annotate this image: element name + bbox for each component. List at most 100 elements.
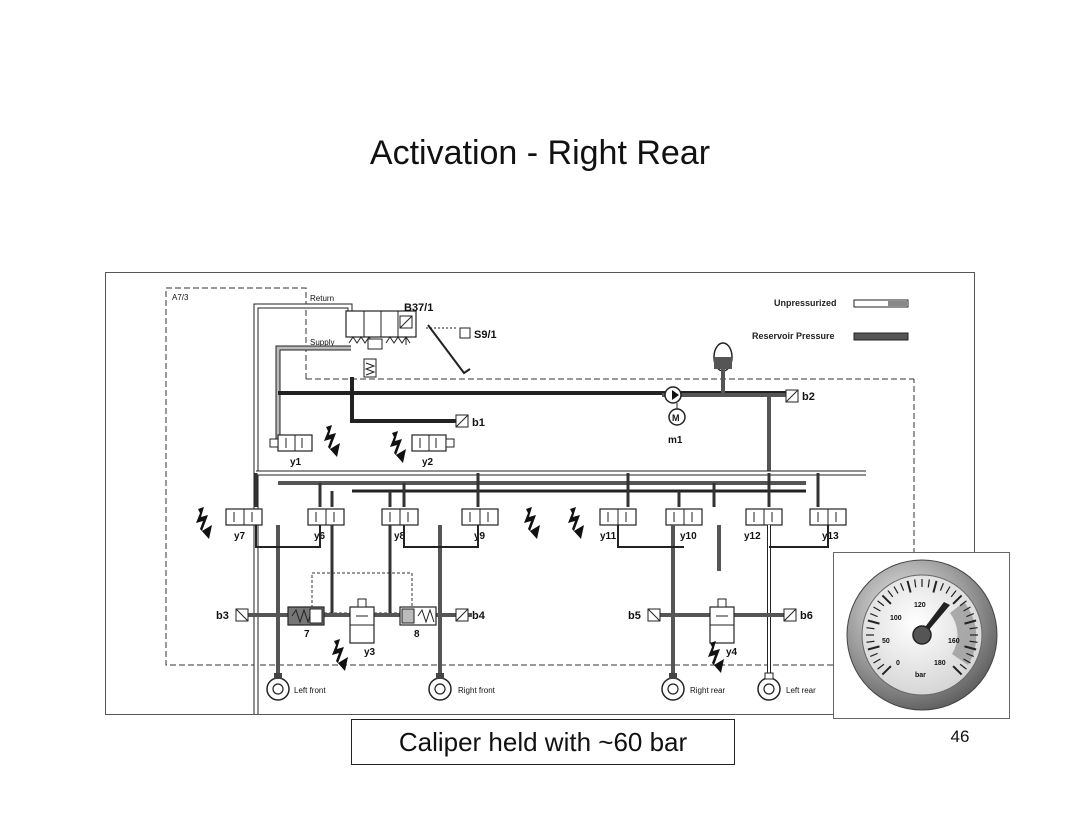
label-y13: y13 [822, 531, 839, 542]
gauge-tick-mark [914, 579, 917, 588]
gauge-dial: 120 100 50 0 160 180 bar [846, 559, 998, 711]
label-y3: y3 [364, 647, 376, 658]
hydraulic-schematic: A7/3 Unpressurized Reservoir Pressure Re… [165, 287, 915, 714]
activation-bolt-icon [390, 431, 406, 463]
gauge-tick-mark [950, 590, 957, 598]
gauge-tick-mark [870, 652, 878, 657]
gauge-tick-mark [952, 594, 963, 605]
gauge-tick-mark [927, 579, 930, 588]
gauge-tick-180: 180 [934, 660, 946, 667]
gauge-tick-160: 160 [948, 638, 960, 645]
gauge-tick-mark [966, 652, 974, 657]
label-y8: y8 [394, 531, 406, 542]
label-b6: b6 [800, 610, 813, 622]
label-y11: y11 [600, 531, 617, 542]
gauge-tick-mark [969, 627, 978, 630]
activation-bolt-icon [196, 507, 212, 539]
gauge-tick-mark [881, 594, 892, 605]
activation-bolt-icon [332, 639, 348, 671]
valve-y2 [411, 434, 455, 452]
gauge-tick-0: 0 [896, 660, 900, 667]
gauge-tick-mark [959, 663, 967, 670]
gauge-tick-mark [932, 580, 938, 593]
valve-y12 [745, 508, 783, 526]
gauge-tick-mark [900, 583, 905, 591]
label-b1: b1 [472, 417, 485, 429]
label-b3: b3 [216, 610, 229, 622]
gauge-tick-120: 120 [914, 602, 926, 609]
motor-label: M [672, 413, 680, 423]
label-y12: y12 [744, 531, 761, 542]
wheel-left-front [266, 673, 290, 701]
label-y7: y7 [234, 531, 246, 542]
label-8: 8 [414, 629, 420, 640]
activation-bolt-icon [524, 507, 540, 539]
gauge-hub [912, 625, 932, 645]
page-number: 46 [950, 727, 970, 746]
slide-title: Activation - Right Rear [369, 134, 711, 172]
label-right-front: Right front [458, 686, 496, 695]
gauge-tick-mark [969, 640, 978, 643]
valve-y7 [225, 508, 263, 526]
gauge-tick-mark [877, 600, 885, 607]
label-return: Return [310, 294, 334, 303]
label-y10: y10 [680, 531, 697, 542]
valve-y6 [307, 508, 345, 526]
label-b5: b5 [628, 610, 641, 622]
pressure-gauge: 120 100 50 0 160 180 bar [833, 552, 1010, 719]
label-b2: b2 [802, 391, 815, 403]
label-y2: y2 [422, 457, 434, 468]
label-right-rear: Right rear [690, 686, 725, 695]
gauge-tick-mark [959, 600, 967, 607]
gauge-tick-mark [867, 645, 880, 651]
hydraulic-brake-diagram: A7/3 Unpressurized Reservoir Pressure Re… [105, 272, 975, 715]
gauge-tick-mark [866, 640, 875, 643]
valve-y4 [709, 598, 735, 644]
valve-y1 [269, 434, 313, 452]
gauge-tick-mark [870, 613, 878, 618]
valve-y9 [461, 508, 499, 526]
caption-box: Caliper held with ~60 bar [351, 719, 735, 765]
label-m1: m1 [668, 435, 683, 446]
label-supply: Supply [310, 338, 334, 347]
legend-reservoir-label: Reservoir Pressure [752, 331, 835, 341]
gauge-unit: bar [915, 672, 926, 679]
gauge-tick-mark [963, 658, 971, 664]
gauge-tick-mark [966, 613, 974, 618]
label-b4: b4 [472, 610, 486, 622]
gauge-tick-mark [873, 658, 881, 664]
activation-bolt-icon [324, 425, 340, 457]
gauge-tick-mark [906, 580, 912, 593]
gauge-tick-mark [877, 663, 885, 670]
gauge-tick-mark [945, 586, 951, 594]
legend-reservoir-swatch [853, 332, 909, 341]
gauge-tick-mark [873, 606, 881, 612]
label-y9: y9 [474, 531, 486, 542]
gauge-tick-mark [887, 590, 894, 598]
label-s9-1: S9/1 [474, 329, 497, 341]
label-7: 7 [304, 629, 310, 640]
wheel-right-front [428, 673, 452, 701]
legend-unpressurized-label: Unpressurized [774, 298, 837, 308]
gauge-tick-50: 50 [882, 638, 890, 645]
valve-y8 [381, 508, 419, 526]
label-y4: y4 [726, 647, 738, 658]
gauge-tick-mark [963, 606, 971, 612]
label-a7-3: A7/3 [172, 293, 189, 302]
valve-y10 [665, 508, 703, 526]
brake-pedal-icon [427, 324, 471, 375]
valve-y13 [809, 508, 847, 526]
gauge-tick-mark [866, 627, 875, 630]
gauge-ticks [866, 579, 978, 676]
control-unit-outline [165, 287, 915, 666]
label-left-front: Left front [294, 686, 326, 695]
gauge-tick-mark [867, 619, 880, 625]
label-left-rear: Left rear [786, 686, 816, 695]
gauge-tick-mark [893, 586, 899, 594]
activation-bolt-icon [568, 507, 584, 539]
wheel-right-rear [661, 673, 685, 701]
gauge-tick-100: 100 [890, 615, 902, 622]
switch-s9-1-box [459, 327, 471, 339]
gauge-tick-mark [964, 619, 977, 625]
valve-y11 [599, 508, 637, 526]
